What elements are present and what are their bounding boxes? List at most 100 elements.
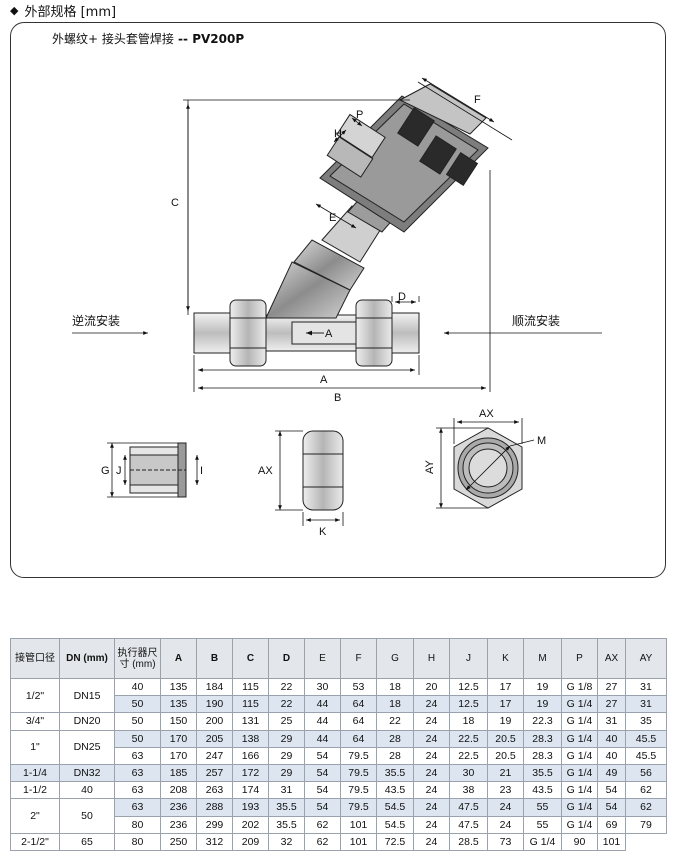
dim-P: P [356,109,363,121]
cell-dn: DN20 [59,712,115,731]
table-cell: 22 [268,695,305,714]
drawing-panel [10,22,666,578]
cell-pipe-size: 1-1/4 [10,763,60,783]
table-cell: 54 [597,781,626,800]
col-header: AX [597,638,626,679]
table-cell: 247 [196,746,233,765]
dim-J: J [116,465,122,477]
table-cell: 101 [340,815,377,834]
table-cell: G 1/4 [561,763,598,783]
table-cell: 22.5 [449,729,488,748]
table-cell: 25 [268,712,305,731]
table-cell: 205 [196,729,233,748]
table-cell: 80 [114,815,161,834]
table-cell: 312 [196,832,233,851]
table-cell: 63 [114,746,161,765]
table-cell: 79.5 [340,781,377,800]
table-cell: 72.5 [376,832,414,851]
dim-M: M [537,435,546,447]
cell-dn: DN15 [59,677,115,714]
table-cell: 138 [232,729,269,748]
col-header: DN (mm) [59,638,115,679]
table-cell: 200 [196,712,233,731]
cell-pipe-size: 1" [10,729,60,765]
col-header: D [268,638,305,679]
table-cell: 49 [597,763,626,783]
table-cell: 288 [196,798,233,817]
table-cell: 35.5 [268,798,305,817]
cell-dn: 50 [59,798,115,834]
table-cell: 54 [304,763,341,783]
col-header: J [449,638,488,679]
table-cell: 64 [340,712,377,731]
table-cell: 190 [196,695,233,714]
table-cell: G 1/4 [561,798,598,817]
col-header: P [561,638,598,679]
table-cell: 19 [523,677,562,697]
table-cell: 208 [160,781,197,800]
table-cell: 73 [487,832,524,851]
table-cell: 79 [625,815,667,834]
dim-G: G [101,465,110,477]
table-cell: 43.5 [523,781,562,800]
table-cell: 20.5 [487,729,524,748]
sleeve-detail-view [129,442,187,498]
table-cell: 131 [232,712,269,731]
table-cell: 18 [449,712,488,731]
dim-H: H [334,128,342,140]
table-cell: G 1/4 [561,712,598,731]
table-cell: 101 [597,832,626,851]
table-cell: 64 [340,695,377,714]
table-cell: 172 [232,763,269,783]
table-cell: 29 [268,729,305,748]
table-cell: 44 [304,712,341,731]
table-cell: 24 [413,798,450,817]
table-cell: 54.5 [376,815,414,834]
table-cell: 24 [413,695,450,714]
col-header: H [413,638,450,679]
table-cell: 47.5 [449,815,488,834]
table-cell: 193 [232,798,269,817]
table-cell: 12.5 [449,677,488,697]
col-header: 接管口径 [10,638,60,679]
table-cell: 63 [114,798,161,817]
table-cell: 185 [160,763,197,783]
table-cell: 27 [597,677,626,697]
table-cell: 20.5 [487,746,524,765]
table-cell: 22.5 [449,746,488,765]
table-cell: 80 [114,832,161,851]
table-cell: 28.5 [449,832,488,851]
table-cell: 29 [268,763,305,783]
table-cell: 18 [376,695,414,714]
dim-C: C [171,197,179,209]
table-cell: 40 [597,746,626,765]
table-cell: 115 [232,677,269,697]
cell-dn: DN32 [59,763,115,783]
table-cell: 54 [304,781,341,800]
drawing-title-model: PV200P [192,32,245,46]
table-cell: 30 [449,763,488,783]
col-header: A [160,638,197,679]
dim-D: D [398,291,406,303]
table-cell: 101 [340,832,377,851]
table-cell: 184 [196,677,233,697]
table-cell: 299 [196,815,233,834]
table-cell: 166 [232,746,269,765]
table-cell: 62 [625,781,667,800]
table-cell: G 1/4 [561,781,598,800]
table-cell: 54.5 [376,798,414,817]
table-cell: 31 [268,781,305,800]
table-cell: 90 [561,832,598,851]
diamond-bullet-icon: ◆ [10,3,19,17]
table-cell: 22 [376,712,414,731]
col-header: AY [625,638,667,679]
valve-drawing: A C A B D F E P H 逆流安装 顺流安装 [72,77,602,538]
table-cell: 64 [340,729,377,748]
table-cell: 21 [487,763,524,783]
cell-dn: 65 [59,832,115,851]
table-cell: 17 [487,695,524,714]
